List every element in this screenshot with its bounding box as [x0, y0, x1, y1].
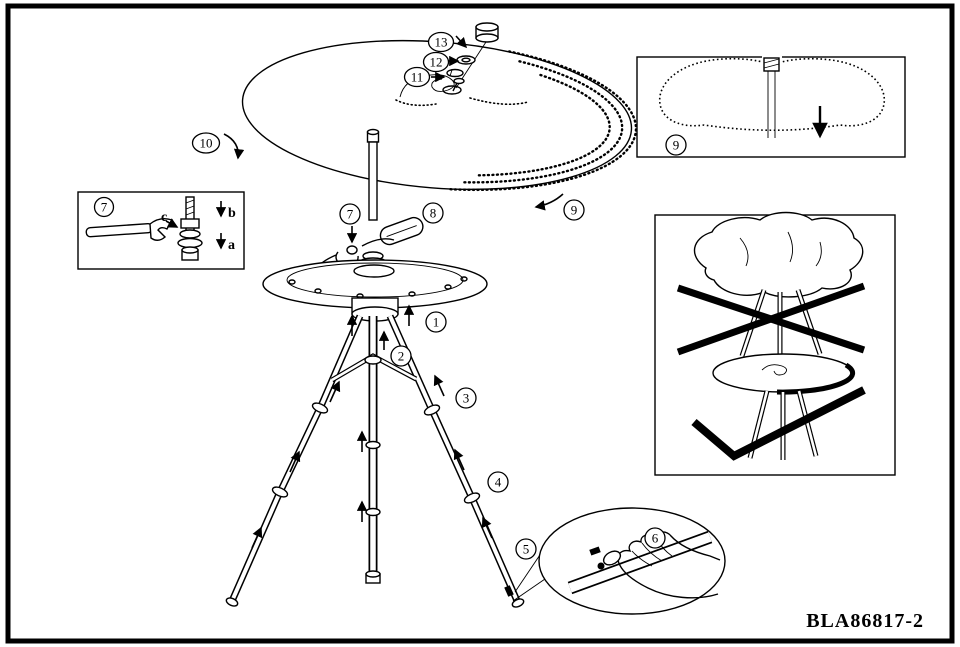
hand	[602, 531, 721, 599]
arrow-9-rotate	[534, 193, 564, 211]
wrench	[85, 217, 174, 241]
callout-3	[455, 387, 477, 409]
assembly-arrows	[251, 304, 493, 549]
leg-collar	[311, 402, 329, 414]
svg-text:12: 12	[430, 55, 443, 70]
leg-collar	[271, 486, 289, 498]
callout-7-inset	[93, 196, 115, 218]
callout-9	[563, 199, 585, 221]
callout-12	[422, 51, 450, 73]
svg-text:1: 1	[433, 315, 440, 330]
spring-button	[597, 562, 605, 570]
svg-text:8: 8	[430, 206, 437, 221]
check-mark	[691, 386, 866, 461]
svg-text:4: 4	[495, 475, 502, 490]
pole-collar	[365, 440, 381, 450]
button-clip	[589, 546, 601, 556]
bolt	[452, 77, 465, 92]
cap-nut	[475, 22, 499, 43]
part-number-label: BLA86817-2	[806, 610, 924, 632]
page-border	[5, 3, 955, 644]
callout-9-inset	[665, 134, 687, 156]
plate-hole	[444, 284, 452, 290]
spring-washer	[446, 68, 464, 78]
svg-text:7: 7	[347, 207, 354, 222]
callout-8	[422, 202, 444, 224]
seat-disc	[241, 39, 638, 192]
callout-10	[191, 132, 221, 154]
inset-usage-warning	[654, 211, 896, 476]
callout-5	[515, 538, 537, 560]
flat-washer	[456, 55, 476, 65]
callout-6	[644, 527, 666, 549]
arrow-10-rotate	[223, 133, 245, 160]
svg-text:9: 9	[673, 138, 680, 153]
center-post-top	[366, 128, 380, 221]
leg-foot	[225, 597, 239, 607]
leg-foot	[511, 598, 525, 608]
plate-hole	[288, 279, 296, 285]
svg-text:10: 10	[200, 136, 213, 151]
clamp-block	[763, 57, 780, 72]
pole-collar	[365, 507, 381, 517]
fabric-cover	[694, 211, 864, 298]
label-a: a	[228, 238, 235, 253]
callout-4	[487, 471, 509, 493]
arrow-13	[455, 35, 468, 49]
nut-upper	[180, 218, 200, 229]
zoom-detail-button	[512, 507, 726, 615]
svg-text:2: 2	[398, 349, 405, 364]
mounting-plate	[262, 259, 488, 322]
wrong-example	[676, 211, 866, 358]
callout-2	[390, 345, 412, 367]
seat-fasteners	[431, 22, 499, 92]
callout-1	[425, 311, 447, 333]
svg-text:5: 5	[523, 542, 530, 557]
leg-brace	[330, 353, 418, 383]
svg-text:3: 3	[463, 391, 470, 406]
svg-text:7: 7	[101, 200, 108, 215]
leg-collar	[463, 492, 481, 504]
leg-spring-button	[504, 585, 514, 597]
plate-hole	[460, 276, 468, 282]
cross-bar	[676, 282, 866, 356]
flat-washer	[177, 237, 203, 249]
callouts: 13 12 11 10 9 9 7 7 8 1 2 3 4 5 6	[93, 31, 687, 560]
tripod-legs	[225, 314, 525, 608]
plate-hole	[314, 288, 322, 294]
label-c: c	[161, 210, 167, 225]
bolt-stack	[177, 196, 203, 261]
svg-text:13: 13	[435, 35, 448, 50]
leg-collar	[423, 404, 441, 416]
callout-13	[427, 31, 455, 53]
svg-text:9: 9	[571, 203, 578, 218]
arrow-c	[165, 218, 179, 228]
callout-11	[403, 66, 431, 88]
label-b: b	[228, 206, 236, 221]
callout-7	[339, 203, 361, 225]
plate-hole	[408, 291, 416, 297]
seat-shell-outline	[658, 57, 886, 132]
svg-text:6: 6	[652, 531, 659, 546]
spring-washer	[179, 229, 201, 239]
correct-example	[691, 353, 866, 461]
svg-text:11: 11	[411, 70, 424, 85]
